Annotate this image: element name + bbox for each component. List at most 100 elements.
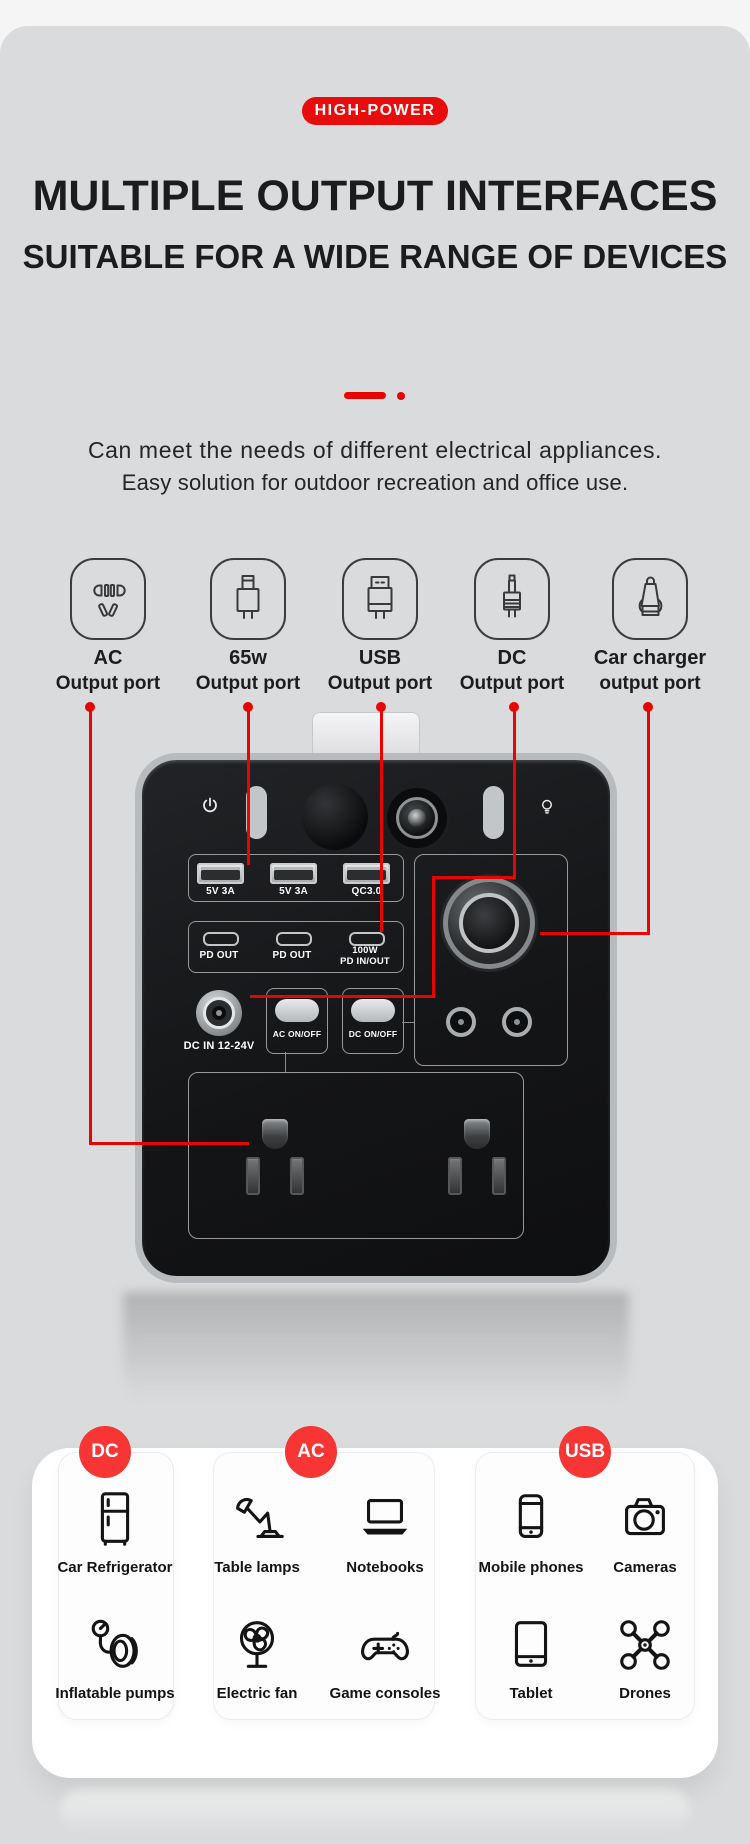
- camera-icon: [625, 1498, 665, 1536]
- dc-jack-2: [502, 1007, 532, 1037]
- port-name: Car charger: [593, 647, 707, 669]
- ac-outlet-1-ground: [262, 1119, 288, 1149]
- usb-c-65w-plug-icon: [210, 558, 286, 640]
- high-power-badge: HIGH-POWER: [302, 97, 448, 125]
- usb-category-panel: [475, 1452, 695, 1720]
- game-console-icon: [361, 1631, 409, 1661]
- usb-a-port-1: [197, 863, 244, 884]
- electric-fan-icon: [239, 1621, 275, 1668]
- category-item-drones: Drones: [580, 1614, 710, 1702]
- port-sublabel: Output port: [459, 673, 565, 694]
- usb-a-port-2: [270, 863, 317, 884]
- dc-switch-button: [351, 999, 395, 1022]
- usb-a-port-3-label: QC3.0: [351, 886, 382, 897]
- card-reflection: [60, 1788, 690, 1834]
- display-circle: [302, 784, 368, 850]
- port-column-65w: 65w Output port: [178, 558, 318, 695]
- refrigerator-icon: [100, 1492, 130, 1546]
- port-sublabel: Output port: [55, 673, 161, 694]
- leader-line-ac-horizontal: [88, 1142, 249, 1145]
- category-item-table-lamps: Table lamps: [192, 1488, 322, 1576]
- usb-a-plug-icon: [342, 558, 418, 640]
- leader-line-car-vertical: [646, 707, 650, 935]
- port-name: USB: [358, 647, 402, 669]
- dc-jack-1: [446, 1007, 476, 1037]
- ac-switch-label: AC ON/OFF: [272, 1029, 322, 1039]
- car-charger-plug-icon: [612, 558, 688, 640]
- ac-category-badge: AC: [285, 1426, 337, 1478]
- usb-a-port-group: 5V 3A 5V 3A QC3.0: [188, 854, 404, 902]
- red-divider-dot: [397, 392, 405, 400]
- category-item-mobile-phones: Mobile phones: [466, 1488, 596, 1576]
- ac-outlet-1-slot-left: [246, 1157, 260, 1195]
- power-icon: [203, 797, 217, 813]
- category-item-cameras: Cameras: [580, 1488, 710, 1576]
- dc-on-off-switch: DC ON/OFF: [342, 988, 404, 1054]
- light-bulb-icon: [541, 799, 553, 814]
- air-vent-slot-right: [483, 786, 504, 839]
- ac-category-panel: [213, 1452, 435, 1720]
- flashlight-lens: [387, 788, 447, 848]
- dc-output-panel: [414, 854, 568, 1066]
- air-vent-slot-left: [246, 786, 267, 839]
- port-sublabel: Output port: [327, 673, 433, 694]
- tablet-icon: [514, 1621, 548, 1667]
- device-categories-card: DC AC USB Car Refrigerator Inflatable pu…: [32, 1426, 718, 1778]
- leader-line-dc-h1: [432, 876, 515, 879]
- category-item-notebooks: Notebooks: [320, 1488, 450, 1576]
- usb-c-port-1-label: PD OUT: [199, 950, 239, 961]
- ac-outlet-2-ground: [464, 1119, 490, 1149]
- ac-outlet-2-slot-left: [448, 1157, 462, 1195]
- usb-a-port-1-label: 5V 3A: [206, 886, 235, 897]
- leader-line-ac-vertical: [88, 707, 92, 1145]
- table-lamp-icon: [236, 1497, 284, 1538]
- red-divider-bar: [344, 392, 386, 399]
- ac-socket-icon: [70, 558, 146, 640]
- dc-in-jack: [196, 990, 242, 1036]
- ac-outlet-2-slot-right: [492, 1157, 506, 1195]
- notebook-icon: [362, 1499, 408, 1535]
- dc-category-badge: DC: [79, 1426, 131, 1478]
- port-column-car-charger: Car charger output port: [580, 558, 720, 695]
- category-item-game-consoles: Game consoles: [320, 1614, 450, 1702]
- port-name: AC: [93, 647, 123, 669]
- mobile-phone-icon: [518, 1494, 544, 1538]
- inflatable-pump-icon: [91, 1619, 138, 1668]
- port-column-ac: AC Output port: [38, 558, 178, 695]
- category-item-tablet: Tablet: [466, 1614, 596, 1702]
- usb-category-badge: USB: [559, 1426, 611, 1478]
- leader-line-car-horizontal: [540, 932, 649, 935]
- usb-a-port-3: [343, 863, 390, 884]
- usb-c-port-1: [203, 932, 239, 946]
- dc-in-label: DC IN 12-24V: [183, 1040, 255, 1052]
- panel-connector-line-horizontal: [402, 1022, 414, 1023]
- category-item-electric-fan: Electric fan: [192, 1614, 322, 1702]
- port-column-dc: DC Output port: [442, 558, 582, 695]
- leader-line-65w: [246, 707, 250, 865]
- ac-outlet-1-slot-right: [290, 1157, 304, 1195]
- page-subtitle: SUITABLE FOR A WIDE RANGE OF DEVICES: [22, 238, 728, 275]
- device-reflection: [123, 1292, 629, 1442]
- port-column-usb: USB Output port: [310, 558, 450, 695]
- drone-icon: [620, 1620, 670, 1670]
- leader-line-dc-h2: [250, 995, 435, 998]
- dc-plug-icon: [474, 558, 550, 640]
- category-item-car-refrigerator: Car Refrigerator: [50, 1488, 180, 1576]
- ac-switch-button: [275, 999, 319, 1022]
- dc-switch-label: DC ON/OFF: [348, 1029, 398, 1039]
- port-sublabel: output port: [599, 673, 701, 694]
- leader-line-dc-v1: [512, 707, 516, 879]
- usb-c-port-3: [349, 932, 385, 946]
- leader-line-dc-v2: [432, 876, 435, 998]
- ac-on-off-switch: AC ON/OFF: [266, 988, 328, 1054]
- page-title: MULTIPLE OUTPUT INTERFACES: [32, 172, 718, 220]
- usb-c-port-2: [276, 932, 312, 946]
- car-lighter-socket: [443, 877, 535, 969]
- usb-c-port-2-label: PD OUT: [272, 950, 312, 961]
- usb-a-port-2-label: 5V 3A: [279, 886, 308, 897]
- port-name: 65w: [229, 647, 267, 669]
